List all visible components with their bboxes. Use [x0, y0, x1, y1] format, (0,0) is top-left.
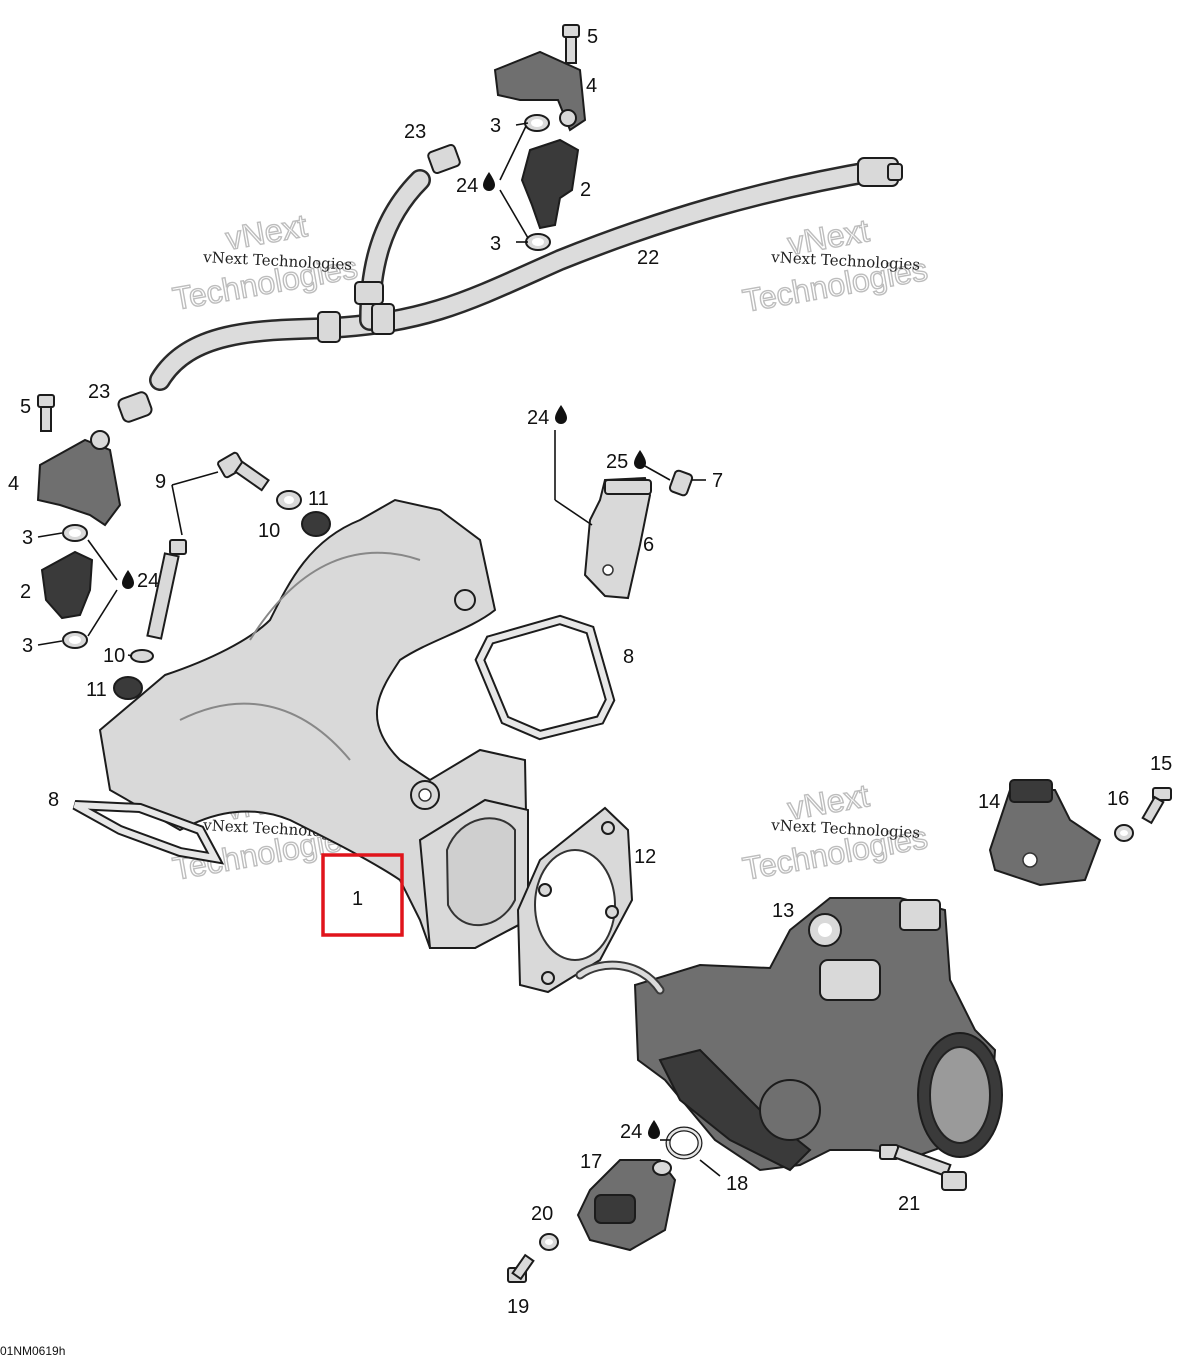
callout-23: 23 [88, 381, 110, 403]
callout-24: 24 [456, 175, 478, 197]
callout-21: 21 [898, 1193, 920, 1215]
callout-24: 24 [527, 407, 549, 429]
callout-16: 16 [1107, 788, 1129, 810]
callout-4: 4 [586, 75, 597, 97]
callout-11: 11 [86, 679, 107, 701]
idle-air-valve [507, 1126, 967, 1283]
callout-15: 15 [1150, 753, 1172, 775]
callout-3: 3 [490, 115, 501, 137]
callout-17: 17 [580, 1151, 602, 1173]
left-sensor-stack [36, 391, 331, 700]
callout-4: 4 [8, 473, 19, 495]
hose-assembly [149, 157, 903, 391]
gasket-lower [72, 800, 225, 865]
callout-24: 24 [620, 1121, 642, 1143]
leader-lines [37, 122, 721, 1177]
watermark-mid-right: vNext Technologies vNext Technologies [739, 777, 931, 888]
callout-labels: 1 2 2 3 3 3 3 4 4 5 5 6 7 8 8 9 10 10 11… [8, 26, 1172, 1318]
watermark-top-left: vNext Technologies vNext Technologies [169, 207, 361, 318]
intake-manifold [98, 498, 530, 949]
throttle-gasket [516, 806, 634, 994]
callout-1: 1 [352, 888, 363, 910]
throttle-position-sensor [988, 779, 1172, 887]
callout-22: 22 [637, 247, 659, 269]
callout-3: 3 [490, 233, 501, 255]
callout-5: 5 [20, 396, 31, 418]
callout-19: 19 [507, 1296, 529, 1318]
highlight-box-part-1[interactable] [321, 853, 404, 937]
drop-icon [648, 1120, 660, 1139]
callout-3: 3 [22, 635, 33, 657]
callout-8: 8 [623, 646, 634, 668]
sensor-bracket [583, 469, 694, 600]
callout-12: 12 [634, 846, 656, 868]
callout-18: 18 [726, 1173, 748, 1195]
upper-sensor-stack [427, 24, 587, 251]
callout-24: 24 [137, 570, 159, 592]
callout-14: 14 [978, 791, 1000, 813]
callout-6: 6 [643, 534, 654, 556]
callout-25: 25 [606, 451, 628, 473]
drop-icon [634, 450, 646, 469]
drop-icon [555, 405, 567, 424]
callout-9: 9 [155, 471, 166, 493]
callout-8: 8 [48, 789, 59, 811]
callout-11: 11 [308, 488, 329, 510]
gasket-upper [474, 614, 616, 741]
callout-2: 2 [20, 581, 31, 603]
throttle-body [575, 897, 1003, 1172]
callout-10: 10 [258, 520, 280, 542]
callout-2: 2 [580, 179, 591, 201]
callout-7: 7 [712, 470, 723, 492]
callout-10: 10 [103, 645, 125, 667]
callout-13: 13 [772, 900, 794, 922]
figure-reference-code: 01NM0619h [0, 1344, 65, 1358]
callout-23: 23 [404, 121, 426, 143]
callout-5: 5 [587, 26, 598, 48]
drop-icon [483, 172, 495, 191]
callout-3: 3 [22, 527, 33, 549]
drop-icon [122, 570, 134, 589]
watermark-top-right: vNext Technologies vNext Technologies [739, 212, 931, 320]
callout-20: 20 [531, 1203, 553, 1225]
